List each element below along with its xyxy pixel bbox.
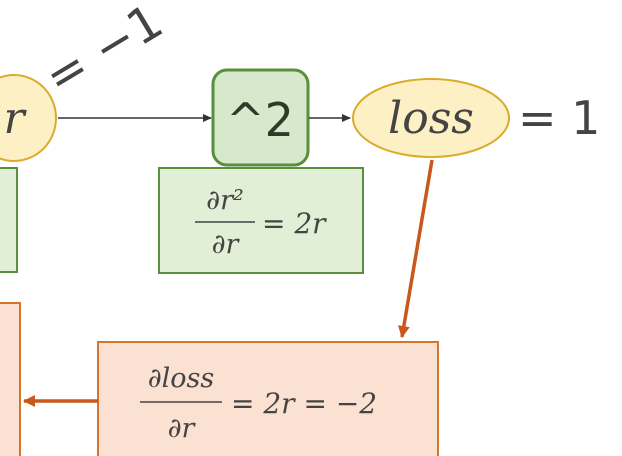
square-op-label: ^2: [226, 93, 294, 147]
local-derivative-rect: [158, 167, 364, 274]
r-value-label: = −1: [35, 0, 172, 106]
chain-derivative-box: ∂loss ∂r = 2r = −2: [97, 341, 439, 456]
chain-derivative-denominator: ∂r: [168, 413, 197, 444]
chain-derivative-rect: [97, 341, 439, 456]
gradient-arrow-loss-down: [397, 159, 434, 338]
local-derivative-denominator: ∂r: [212, 229, 241, 260]
local-derivative-box: ∂r² ∂r = 2r: [158, 167, 364, 274]
chain-derivative-rhs: = 2r = −2: [231, 387, 377, 420]
chain-derivative-numerator: ∂loss: [148, 363, 215, 394]
local-derivative-numerator: ∂r²: [206, 185, 244, 216]
node-r: r: [0, 74, 57, 162]
node-r-ellipse: [0, 74, 57, 162]
left-green-box: [0, 167, 18, 273]
node-loss-label: loss: [388, 93, 474, 144]
local-derivative-rhs: = 2r: [262, 207, 327, 240]
square-op-box: [211, 68, 310, 167]
node-loss-ellipse: [352, 78, 510, 158]
node-loss: loss: [352, 78, 510, 158]
left-orange-box: [0, 302, 21, 456]
node-r-label: r: [3, 93, 27, 144]
node-square-op: ^2: [211, 68, 310, 167]
loss-value-label: = 1: [518, 91, 600, 145]
